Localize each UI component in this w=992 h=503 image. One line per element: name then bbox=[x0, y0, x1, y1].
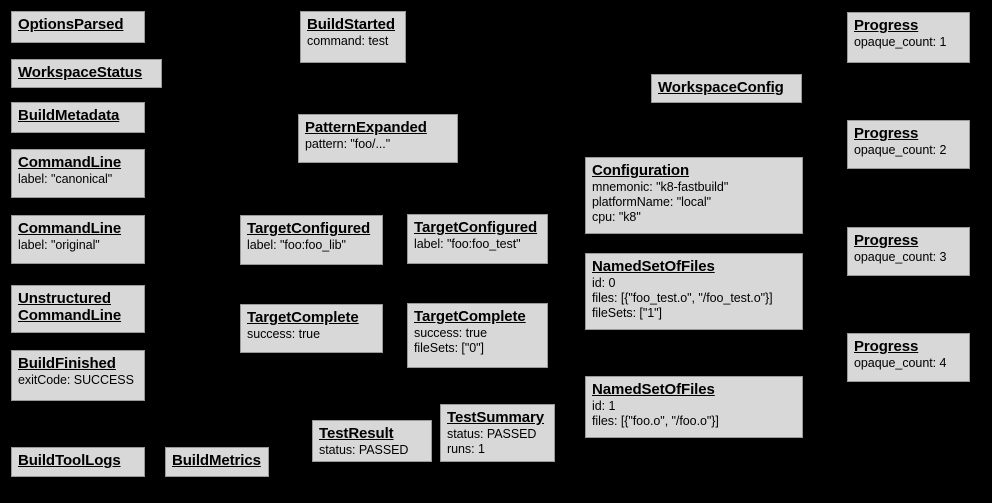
event-node-title: BuildMetadata bbox=[18, 107, 120, 124]
event-node-field: label: "original" bbox=[18, 238, 100, 252]
event-node-title: Unstructured CommandLine bbox=[18, 290, 122, 324]
event-node-fields: command: test bbox=[307, 34, 399, 49]
event-node-title: TargetConfigured bbox=[247, 220, 371, 237]
event-node-field: opaque_count: 2 bbox=[854, 143, 947, 157]
event-node-field: status: PASSED bbox=[319, 443, 409, 457]
event-node-field: files: [{"foo_test.o", "/foo_test.o"}] bbox=[592, 291, 773, 305]
event-node-title: BuildStarted bbox=[307, 16, 395, 33]
event-node-title: NamedSetOfFiles bbox=[592, 381, 715, 398]
event-node-fields: label: "foo:foo_test" bbox=[414, 237, 541, 252]
event-node-fields: mnemonic: "k8-fastbuild"platformName: "l… bbox=[592, 180, 796, 225]
event-node-title: OptionsParsed bbox=[18, 16, 124, 33]
event-node-field: exitCode: SUCCESS bbox=[18, 373, 134, 387]
event-node-title: TargetConfigured bbox=[414, 219, 538, 236]
event-node-fields: label: "original" bbox=[18, 238, 138, 253]
event-node-fields: label: "canonical" bbox=[18, 172, 138, 187]
event-node-field: success: true bbox=[247, 327, 320, 341]
event-node-field: fileSets: ["0"] bbox=[414, 341, 484, 355]
event-node-workspace-config[interactable]: WorkspaceConfig bbox=[651, 74, 802, 103]
event-node-fields: status: PASSED bbox=[319, 443, 425, 458]
event-node-field: opaque_count: 4 bbox=[854, 356, 947, 370]
event-node-field: platformName: "local" bbox=[592, 195, 711, 209]
event-node-field: cpu: "k8" bbox=[592, 210, 641, 224]
event-node-fields: opaque_count: 3 bbox=[854, 250, 963, 265]
event-node-title: BuildMetrics bbox=[172, 452, 261, 469]
event-node-title: PatternExpanded bbox=[305, 119, 427, 136]
event-node-title: TargetComplete bbox=[414, 308, 526, 325]
event-node-field: pattern: "foo/..." bbox=[305, 137, 391, 151]
event-node-title: NamedSetOfFiles bbox=[592, 258, 715, 275]
event-node-build-metadata[interactable]: BuildMetadata bbox=[11, 102, 145, 133]
event-node-fields: opaque_count: 4 bbox=[854, 356, 963, 371]
event-node-title: Configuration bbox=[592, 162, 690, 179]
event-node-field: opaque_count: 3 bbox=[854, 250, 947, 264]
event-node-fields: exitCode: SUCCESS bbox=[18, 373, 138, 388]
event-node-fields: opaque_count: 1 bbox=[854, 35, 963, 50]
event-node-title: WorkspaceStatus bbox=[18, 64, 143, 81]
event-node-field: id: 1 bbox=[592, 399, 616, 413]
event-node-title: Progress bbox=[854, 338, 919, 355]
event-node-title: TargetComplete bbox=[247, 309, 359, 326]
event-node-title: Progress bbox=[854, 232, 919, 249]
event-node-fields: label: "foo:foo_lib" bbox=[247, 238, 376, 253]
event-node-title: BuildFinished bbox=[18, 355, 116, 372]
event-node-build-metrics[interactable]: BuildMetrics bbox=[165, 447, 269, 477]
event-node-title: BuildToolLogs bbox=[18, 452, 121, 469]
event-node-title: Progress bbox=[854, 17, 919, 34]
event-node-options-parsed[interactable]: OptionsParsed bbox=[11, 11, 145, 43]
event-node-field: label: "foo:foo_test" bbox=[414, 237, 521, 251]
event-node-build-tool-logs[interactable]: BuildToolLogs bbox=[11, 447, 145, 477]
event-node-title: CommandLine bbox=[18, 154, 122, 171]
event-node-field: label: "foo:foo_lib" bbox=[247, 238, 346, 252]
event-node-field: mnemonic: "k8-fastbuild" bbox=[592, 180, 729, 194]
event-node-field: opaque_count: 1 bbox=[854, 35, 947, 49]
event-node-title: Progress bbox=[854, 125, 919, 142]
event-node-field: command: test bbox=[307, 34, 389, 48]
event-node-title: TestSummary bbox=[447, 409, 544, 426]
event-node-field: runs: 1 bbox=[447, 442, 485, 456]
event-node-field: id: 0 bbox=[592, 276, 616, 290]
event-node-field: status: PASSED bbox=[447, 427, 537, 441]
event-node-title: TestResult bbox=[319, 425, 394, 442]
event-node-field: success: true bbox=[414, 326, 487, 340]
event-node-fields: success: true bbox=[247, 327, 376, 342]
event-node-field: files: [{"foo.o", "/foo.o"}] bbox=[592, 414, 719, 428]
event-node-workspace-status[interactable]: WorkspaceStatus bbox=[11, 59, 162, 88]
event-node-field: label: "canonical" bbox=[18, 172, 113, 186]
event-node-title: CommandLine bbox=[18, 220, 122, 237]
event-node-field: fileSets: ["1"] bbox=[592, 306, 662, 320]
event-node-title: WorkspaceConfig bbox=[658, 79, 784, 96]
event-node-unstructured-command-line[interactable]: Unstructured CommandLine bbox=[11, 285, 145, 333]
event-node-fields: pattern: "foo/..." bbox=[305, 137, 451, 152]
event-node-fields: opaque_count: 2 bbox=[854, 143, 963, 158]
